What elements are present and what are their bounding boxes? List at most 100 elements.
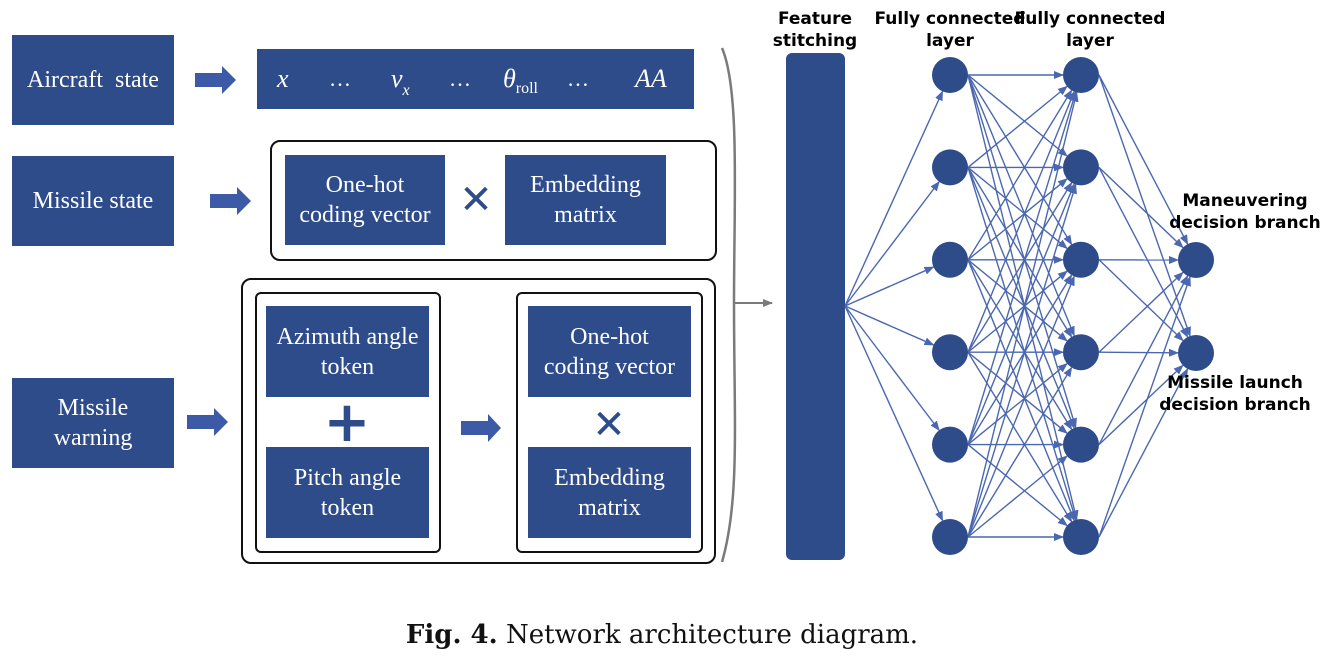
token-frame: [255, 292, 441, 553]
edge-fc1-to-fc2: [967, 166, 1068, 250]
edge-fc1-to-fc2: [967, 85, 1068, 168]
edge-fc1-to-fc2: [967, 259, 1073, 431]
edge-feature-to-fc1: [844, 266, 935, 307]
fc2-label: Fully connected layer: [1014, 9, 1166, 51]
fc1-node: [932, 241, 968, 278]
pitch-label: Pitch angle token: [293, 464, 402, 521]
fc1-node: [932, 149, 968, 186]
edge-fc1-to-fc2: [967, 444, 1068, 527]
edge-fc2-to-output: [1098, 368, 1189, 538]
edge-feature-to-fc1: [844, 305, 944, 522]
arrow-missile-state-to-block: [210, 187, 251, 215]
missile-launch-branch-label: Missile launch decision branch: [1159, 373, 1311, 415]
vector-item-x: x: [277, 64, 289, 93]
edge-fc1-to-fc2: [967, 362, 1068, 446]
missile-state-embedding-frame: [270, 140, 717, 261]
maneuvering-branch-label: Maneuvering decision branch: [1169, 191, 1321, 233]
edge-fc1-to-fc2: [967, 89, 1073, 261]
vector-ellipsis: …: [449, 66, 471, 91]
fc1-node: [932, 426, 968, 463]
multiply-icon: ✕: [459, 177, 493, 223]
edge-fc2-to-output: [1098, 276, 1191, 538]
fc1-node: [932, 519, 968, 555]
edge-feature-to-fc1: [844, 180, 940, 307]
edge-fc1-to-fc2: [967, 167, 1073, 338]
edge-fc1-to-fc2: [967, 270, 1068, 353]
aircraft-state-vector: x … vx … θroll … AA: [257, 49, 694, 109]
edge-fc1-to-fc2: [967, 91, 1079, 538]
fc1-node: [932, 334, 968, 371]
aircraft-state-label: Aircraft state: [27, 67, 159, 93]
maneuvering-output-node: [1178, 242, 1214, 278]
edge-fc1-to-fc2: [967, 455, 1068, 538]
fc2-node: [1063, 426, 1099, 463]
multiply-icon: ✕: [592, 402, 626, 448]
edge-fc2-to-output: [1098, 74, 1189, 245]
vector-item-aa: AA: [635, 64, 667, 93]
edge-fc1-to-fc2: [967, 275, 1075, 538]
edge-fc1-to-fc2: [967, 74, 1073, 246]
pitch-token-box: Pitch angle token: [266, 447, 429, 538]
onehot-vector-box: One-hot coding vector: [285, 155, 445, 245]
warning-onehot-label: One-hot coding vector: [543, 323, 676, 380]
edge-fc1-to-fc2: [967, 351, 1073, 523]
edge-feature-to-fc1: [844, 305, 940, 432]
caption-text: Network architecture diagram.: [497, 620, 919, 650]
vector-ellipsis: …: [567, 66, 589, 91]
feature-stitching-bar: [786, 53, 845, 560]
fc2-node: [1063, 241, 1099, 278]
fc2-node: [1063, 334, 1099, 371]
warning-embedding-box: Embedding matrix: [528, 447, 691, 538]
vector-ellipsis: …: [329, 66, 351, 91]
missile-warning-box: Missile warning: [12, 378, 174, 468]
edge-fc1-to-fc2: [967, 259, 1075, 522]
edge-fc1-to-fc2: [967, 181, 1073, 353]
edge-fc1-to-fc2: [967, 91, 1077, 445]
edge-fc2-to-output: [1098, 364, 1184, 446]
edge-fc1-to-fc2: [967, 178, 1068, 261]
caption-label: Fig. 4.: [405, 620, 498, 650]
aircraft-state-box: Aircraft state: [12, 35, 174, 125]
edge-feature-to-fc1: [844, 305, 935, 346]
fc2-node: [1063, 57, 1099, 93]
warning-embedding-frame: [516, 292, 703, 553]
arrow-aircraft-to-vector: [195, 66, 236, 94]
fc1-label: Fully connected layer: [874, 9, 1026, 51]
fc2-node: [1063, 149, 1099, 186]
fc1-node: [932, 57, 968, 93]
concat-brace: [720, 47, 737, 563]
missile-warning-outer-frame: [241, 278, 716, 564]
edge-fc1-to-fc2: [967, 259, 1068, 342]
edge-fc2-to-output: [1098, 74, 1191, 337]
edge-fc1-to-fc2: [967, 74, 1068, 157]
onehot-label: One-hot coding vector: [299, 172, 431, 228]
edge-fc2-to-output: [1098, 259, 1184, 342]
edge-fc1-to-fc2: [967, 366, 1073, 538]
edge-fc1-to-fc2: [967, 74, 1075, 337]
embedding-matrix-box: Embedding matrix: [505, 155, 666, 245]
warning-onehot-box: One-hot coding vector: [528, 306, 691, 397]
edge-fc1-to-fc2: [967, 274, 1073, 445]
feature-stitching-label: Feature stitching: [772, 9, 858, 51]
edge-fc1-to-fc2: [967, 167, 1075, 429]
edge-fc1-to-fc2: [967, 183, 1077, 538]
figure-caption: Fig. 4. Network architecture diagram.: [0, 620, 1324, 650]
edge-fc2-to-output: [1098, 275, 1189, 445]
edge-fc1-to-fc2: [967, 183, 1075, 445]
edge-fc1-to-fc2: [967, 90, 1075, 353]
plus-icon: +: [323, 390, 371, 455]
edge-feature-to-fc1: [844, 90, 944, 307]
azimuth-token-box: Azimuth angle token: [266, 306, 429, 397]
edge-fc2-to-output: [1098, 166, 1184, 249]
edge-fc2-to-output: [1098, 348, 1180, 357]
embedding-label: Embedding matrix: [530, 172, 641, 228]
missile-state-label: Missile state: [32, 188, 154, 214]
fc2-node: [1063, 519, 1099, 555]
azimuth-label: Azimuth angle token: [276, 323, 419, 380]
missile-warning-label: Missile warning: [53, 395, 133, 451]
vector-item-vx: vx: [391, 64, 410, 99]
edge-fc1-to-fc2: [967, 351, 1068, 434]
arrow-token-to-embedding: [461, 414, 501, 442]
warning-embedding-label: Embedding matrix: [554, 464, 665, 521]
